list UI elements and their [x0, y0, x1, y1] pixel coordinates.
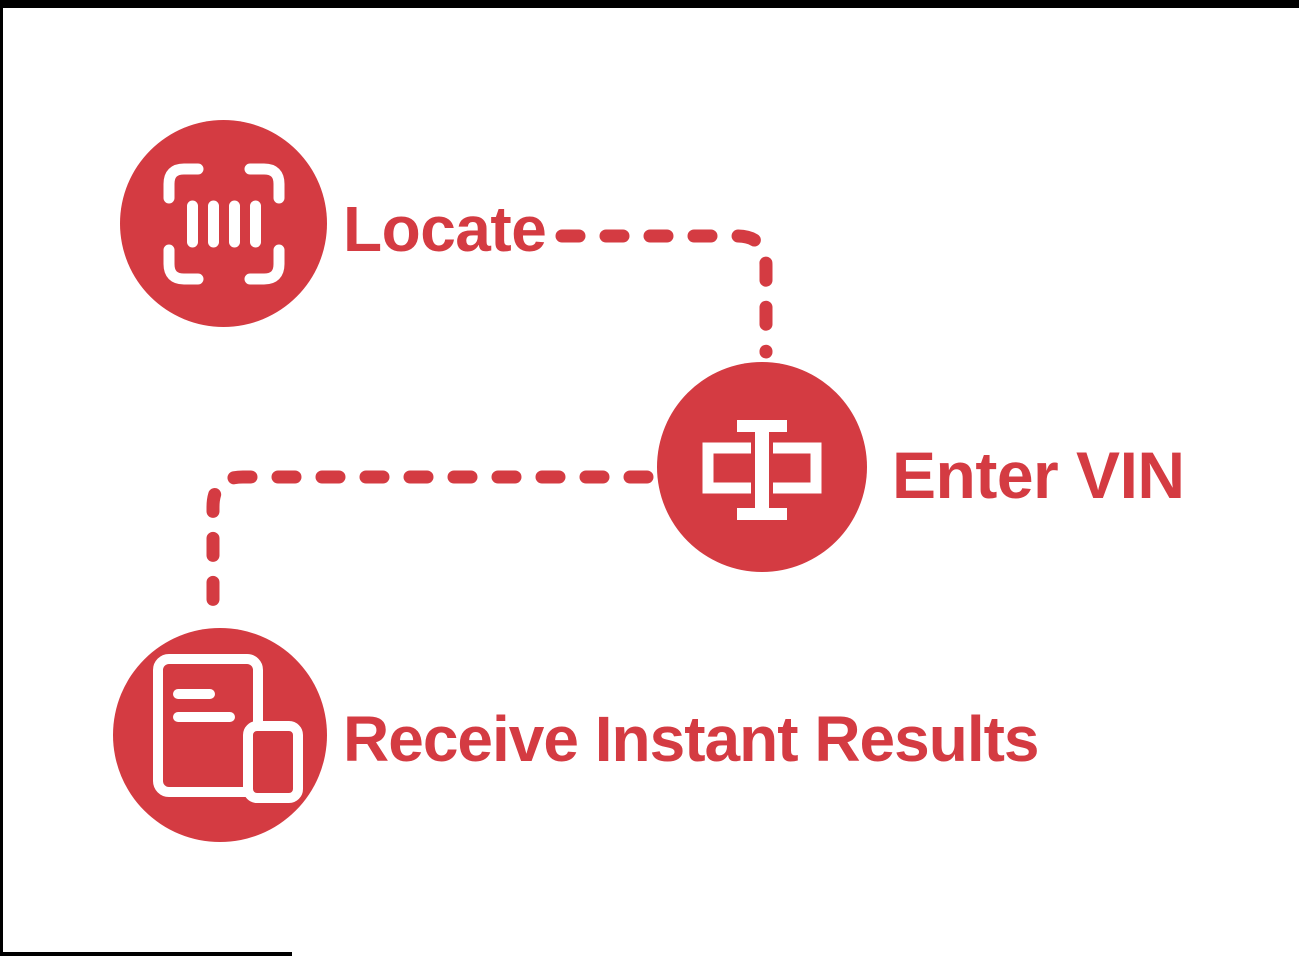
vin-text-cursor-icon: [702, 420, 822, 520]
step-circle-enter-vin: [657, 362, 867, 572]
frame-top-edge: [0, 0, 1299, 8]
step-label-locate: Locate: [343, 193, 547, 265]
barcode-scan-icon: [163, 163, 284, 284]
frame-bottom-edge: [0, 952, 292, 956]
step-label-enter-vin: Enter VIN: [892, 438, 1185, 512]
step-circle-locate: [120, 120, 327, 327]
step-label-receive-results: Receive Instant Results: [343, 703, 1039, 775]
document-results-icon: [153, 654, 303, 803]
step-circle-receive-results: [113, 628, 327, 842]
connector-locate-to-vin: [555, 229, 773, 359]
frame-left-edge: [0, 0, 3, 956]
connector-vin-to-results: [206, 470, 654, 619]
